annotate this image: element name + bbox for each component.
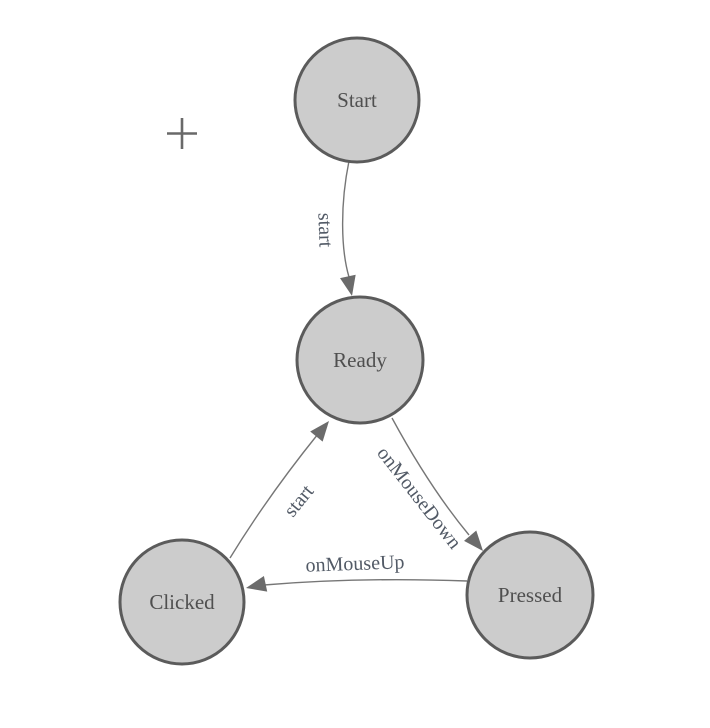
state-node-ready[interactable]: Ready [295,295,425,425]
transition-clicked-to-ready[interactable]: start [229,416,335,559]
edge-path[interactable] [391,417,470,536]
arrowhead-icon [464,530,483,551]
state-label: Ready [333,348,387,372]
edge-path[interactable] [263,578,468,586]
state-node-clicked[interactable]: Clicked [118,538,246,666]
edge-path[interactable] [229,433,319,559]
state-label: Start [337,88,377,112]
state-label: Pressed [498,583,563,607]
state-circle [118,538,246,666]
state-node-pressed[interactable]: Pressed [465,530,595,660]
edge-label-start[interactable]: start [313,212,336,248]
state-label: Clicked [149,590,215,614]
state-circle [465,530,595,660]
transition-pressed-to-clicked[interactable]: onMouseUp [244,551,468,596]
arrowhead-icon [340,274,356,296]
state-node-start[interactable]: Start [293,36,421,164]
edge-label-onmousedown[interactable]: onMouseDown [372,443,465,554]
transition-ready-to-pressed[interactable]: onMouseDown [372,417,489,556]
transition-start-to-ready[interactable]: start [313,160,359,298]
state-circle [293,36,421,164]
state-circle [295,295,425,425]
edge-label-start[interactable]: start [280,480,319,521]
arrowhead-icon [310,421,329,442]
arrowhead-icon [246,576,268,592]
edge-path[interactable] [341,160,350,278]
edge-label-onmouseup[interactable]: onMouseUp [305,551,405,576]
plus-icon[interactable] [167,118,197,149]
